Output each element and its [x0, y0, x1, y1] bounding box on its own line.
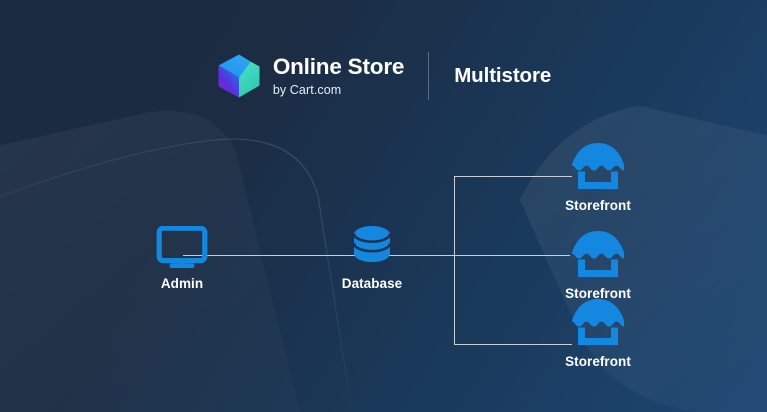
node-label: Database	[341, 276, 403, 291]
storefront-icon	[572, 299, 624, 345]
node-storefront-2[interactable]: Storefront	[548, 228, 648, 301]
node-database[interactable]: Database	[332, 222, 412, 291]
node-admin[interactable]: Admin	[122, 226, 242, 291]
node-label: Storefront	[565, 354, 631, 369]
node-storefront-3[interactable]: Storefront	[548, 296, 648, 369]
monitor-icon	[156, 226, 208, 268]
node-label: Storefront	[565, 286, 631, 301]
node-label: Storefront	[565, 198, 631, 213]
node-label: Admin	[160, 276, 204, 291]
header: Online Store by Cart.com Multistore	[0, 52, 767, 100]
page-title: Multistore	[454, 64, 552, 87]
node-storefront-1[interactable]: Storefront	[548, 140, 648, 213]
storefront-icon	[572, 231, 624, 277]
logo-subtitle: by Cart.com	[272, 82, 342, 97]
database-icon	[352, 226, 392, 262]
logo-title: Online Store	[272, 54, 405, 79]
storefront-icon	[572, 143, 624, 189]
header-divider	[428, 52, 430, 100]
brand-logo: Online Store by Cart.com	[216, 52, 428, 100]
cube-logo-icon	[218, 54, 260, 98]
